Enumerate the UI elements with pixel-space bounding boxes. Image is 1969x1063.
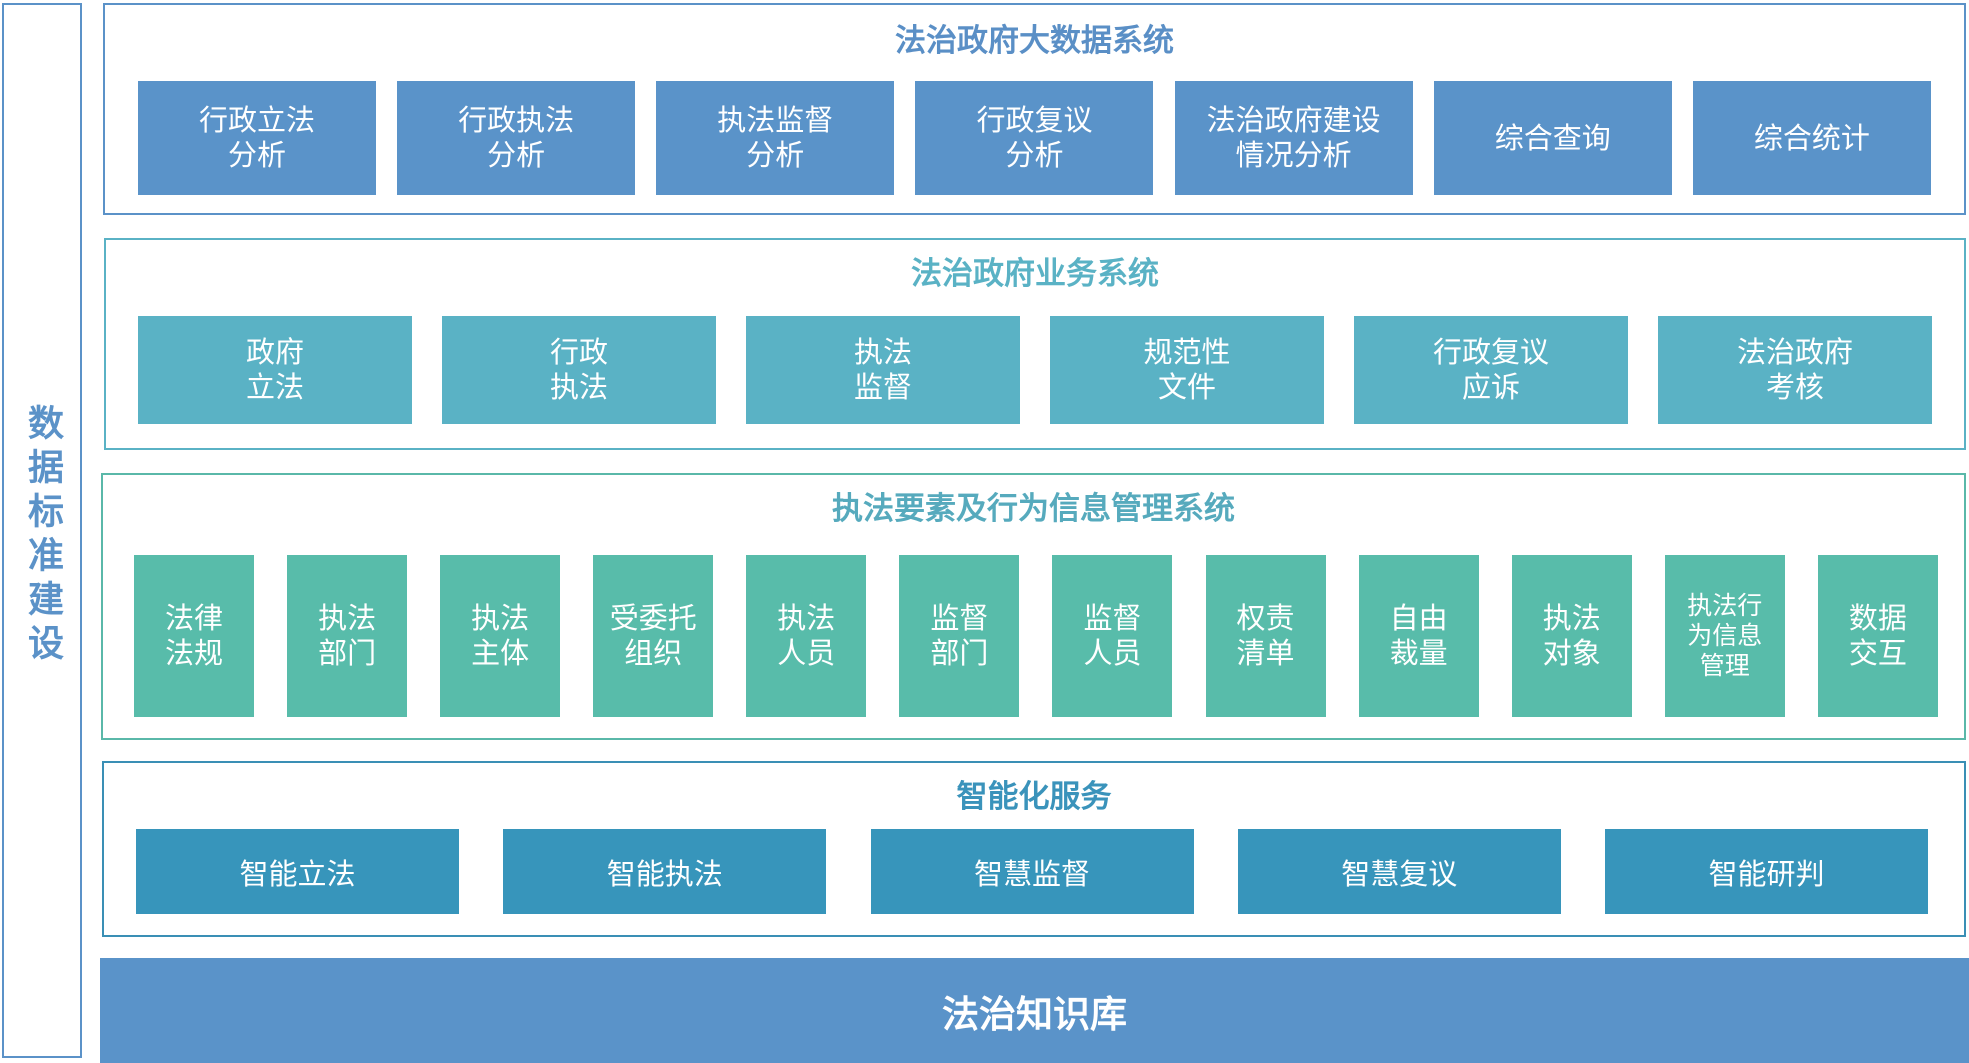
module-box-smart-analysis[interactable]: 智能研判 [1605, 829, 1928, 914]
module-box-rule-of-law-construction-analysis[interactable]: 法治政府建设 情况分析 [1174, 81, 1413, 195]
module-box-government-legislation[interactable]: 政府 立法 [138, 316, 412, 424]
module-box-admin-enforcement[interactable]: 行政 执法 [442, 316, 716, 424]
module-box-laws-regulations[interactable]: 法律 法规 [134, 555, 254, 717]
module-box-smart-review[interactable]: 智慧复议 [1237, 829, 1561, 914]
module-box-data-exchange[interactable]: 数据 交互 [1817, 555, 1938, 717]
panel-enforcement-elements-system: 执法要素及行为信息管理系统 法律 法规 执法 部门 执法 主体 受委托 组织 执… [101, 473, 1966, 740]
module-box-entrusted-organizations[interactable]: 受委托 组织 [593, 555, 714, 717]
module-box-rule-of-law-assessment[interactable]: 法治政府 考核 [1658, 316, 1932, 424]
panel-title: 法治政府大数据系统 [895, 23, 1174, 59]
panel-business-system: 法治政府业务系统 政府 立法 行政 执法 执法 监督 规范性 文件 行政复议 应… [104, 238, 1966, 450]
knowledge-base-label: 法治知识库 [942, 992, 1127, 1036]
module-box-comprehensive-query[interactable]: 综合查询 [1433, 81, 1672, 195]
module-row: 法律 法规 执法 部门 执法 主体 受委托 组织 执法 人员 监督 部门 监督 … [134, 555, 1938, 717]
module-row: 智能立法 智能执法 智慧监督 智慧复议 智能研判 [136, 829, 1928, 914]
module-box-supervision-personnel[interactable]: 监督 人员 [1052, 555, 1173, 717]
panel-big-data-system: 法治政府大数据系统 行政立法 分析 行政执法 分析 执法监督 分析 行政复议 分… [103, 3, 1966, 215]
module-box-smart-supervision[interactable]: 智慧监督 [870, 829, 1194, 914]
module-box-smart-legislation[interactable]: 智能立法 [136, 829, 459, 914]
module-box-enforcement-subjects[interactable]: 执法 主体 [440, 555, 561, 717]
module-box-comprehensive-statistics[interactable]: 综合统计 [1692, 81, 1931, 195]
sidebar-label: 数据标准建设 [22, 403, 63, 668]
module-box-discretion[interactable]: 自由 裁量 [1358, 555, 1479, 717]
module-row: 政府 立法 行政 执法 执法 监督 规范性 文件 行政复议 应诉 法治政府 考核 [138, 316, 1932, 424]
module-box-enforcement-departments[interactable]: 执法 部门 [287, 555, 408, 717]
module-box-admin-review-litigation[interactable]: 行政复议 应诉 [1354, 316, 1628, 424]
module-row: 行政立法 分析 行政执法 分析 执法监督 分析 行政复议 分析 法治政府建设 情… [138, 81, 1931, 195]
module-box-admin-review-analysis[interactable]: 行政复议 分析 [915, 81, 1154, 195]
panel-intelligent-services: 智能化服务 智能立法 智能执法 智慧监督 智慧复议 智能研判 [102, 761, 1966, 937]
module-box-enforcement-behavior-info[interactable]: 执法行 为信息 管理 [1664, 555, 1785, 717]
module-box-enforcement-supervision-analysis[interactable]: 执法监督 分析 [656, 81, 895, 195]
panel-title: 法治政府业务系统 [911, 256, 1159, 292]
module-box-normative-documents[interactable]: 规范性 文件 [1050, 316, 1324, 424]
module-box-enforcement-targets[interactable]: 执法 对象 [1511, 555, 1632, 717]
panel-title: 智能化服务 [956, 779, 1112, 815]
knowledge-base-bar: 法治知识库 [100, 958, 1969, 1063]
module-box-admin-legislation-analysis[interactable]: 行政立法 分析 [138, 81, 376, 195]
module-box-admin-enforcement-analysis[interactable]: 行政执法 分析 [397, 81, 636, 195]
module-box-enforcement-supervision[interactable]: 执法 监督 [746, 316, 1020, 424]
module-box-enforcement-personnel[interactable]: 执法 人员 [746, 555, 867, 717]
module-box-supervision-departments[interactable]: 监督 部门 [899, 555, 1020, 717]
module-box-smart-enforcement[interactable]: 智能执法 [503, 829, 827, 914]
data-standards-sidebar: 数据标准建设 [2, 3, 82, 1058]
module-box-power-responsibility-list[interactable]: 权责 清单 [1205, 555, 1326, 717]
panel-title: 执法要素及行为信息管理系统 [832, 491, 1235, 527]
